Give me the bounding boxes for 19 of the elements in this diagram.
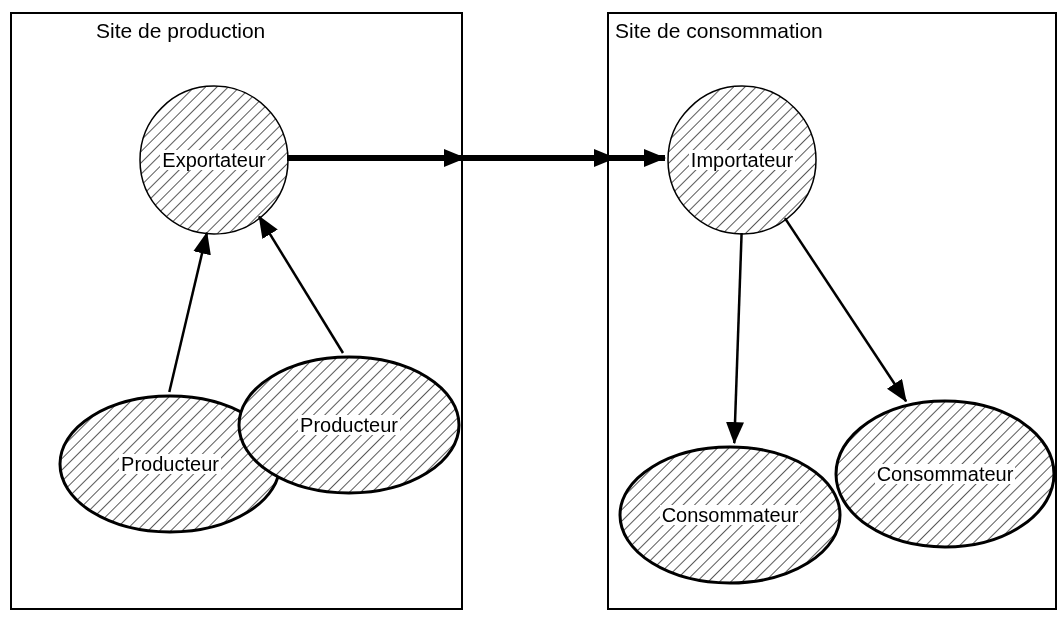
arrow bbox=[287, 149, 666, 167]
actor-ellipse bbox=[834, 399, 1056, 549]
actor-label: Producteur bbox=[298, 415, 400, 435]
actor-label: Consommateur bbox=[874, 464, 1016, 484]
arrow bbox=[783, 217, 908, 403]
region-heading: Site de production bbox=[96, 18, 266, 44]
region-frame bbox=[10, 12, 463, 610]
actor-ellipse bbox=[618, 445, 842, 585]
actor-circle bbox=[139, 85, 289, 235]
actor-circle bbox=[667, 85, 817, 235]
region-heading: Site de consommation bbox=[615, 18, 823, 44]
arrow bbox=[726, 232, 744, 445]
region-frame bbox=[607, 12, 1057, 610]
actor-label: Producteur bbox=[119, 454, 221, 474]
actor-label: Importateur bbox=[688, 150, 796, 170]
actor-label: Exportateur bbox=[160, 150, 268, 170]
actor-label: Consommateur bbox=[659, 505, 801, 525]
actor-ellipse bbox=[237, 355, 461, 495]
arrow bbox=[258, 215, 345, 354]
